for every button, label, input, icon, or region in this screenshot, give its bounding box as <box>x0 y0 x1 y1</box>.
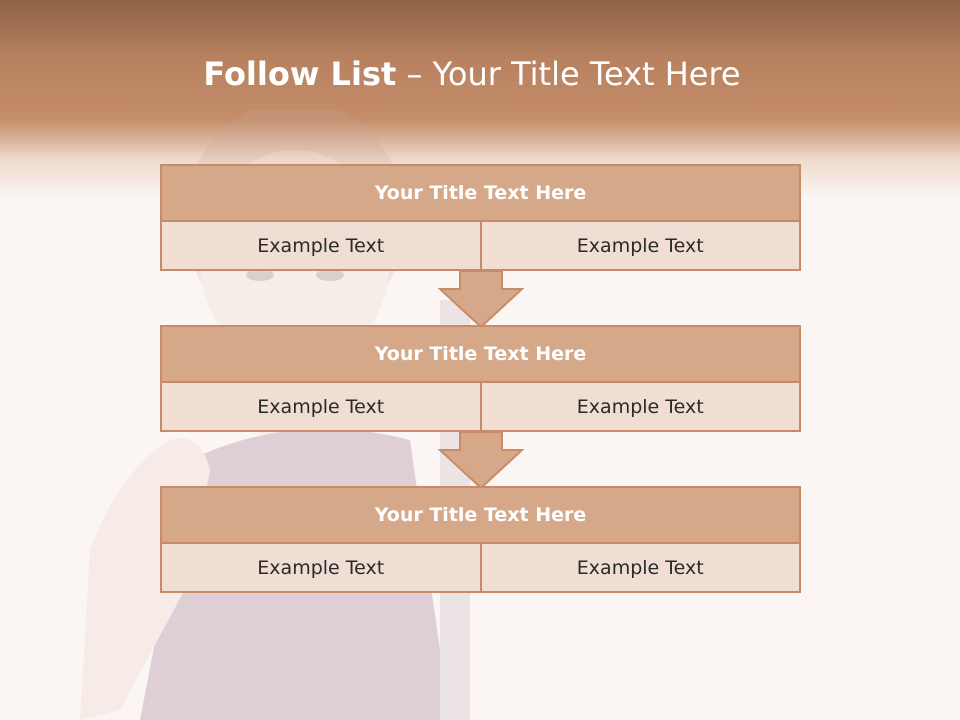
down-arrow-icon <box>438 271 524 329</box>
step-title: Your Title Text Here <box>162 488 799 544</box>
step-right-text: Example Text <box>479 222 799 269</box>
step-box-2: Your Title Text Here Example Text Exampl… <box>160 325 801 432</box>
slide-title-bold: Follow List <box>203 55 397 93</box>
slide-title-rest: – Your Title Text Here <box>396 55 741 93</box>
step-title: Your Title Text Here <box>162 166 799 222</box>
step-right-text: Example Text <box>479 383 799 430</box>
step-right-text: Example Text <box>479 544 799 591</box>
step-left-text: Example Text <box>162 222 480 269</box>
step-box-1: Your Title Text Here Example Text Exampl… <box>160 164 801 271</box>
down-arrow-icon <box>438 432 524 490</box>
slide-title: Follow List – Your Title Text Here <box>0 55 944 93</box>
step-left-text: Example Text <box>162 383 480 430</box>
step-left-text: Example Text <box>162 544 480 591</box>
step-box-3: Your Title Text Here Example Text Exampl… <box>160 486 801 593</box>
step-title: Your Title Text Here <box>162 327 799 383</box>
